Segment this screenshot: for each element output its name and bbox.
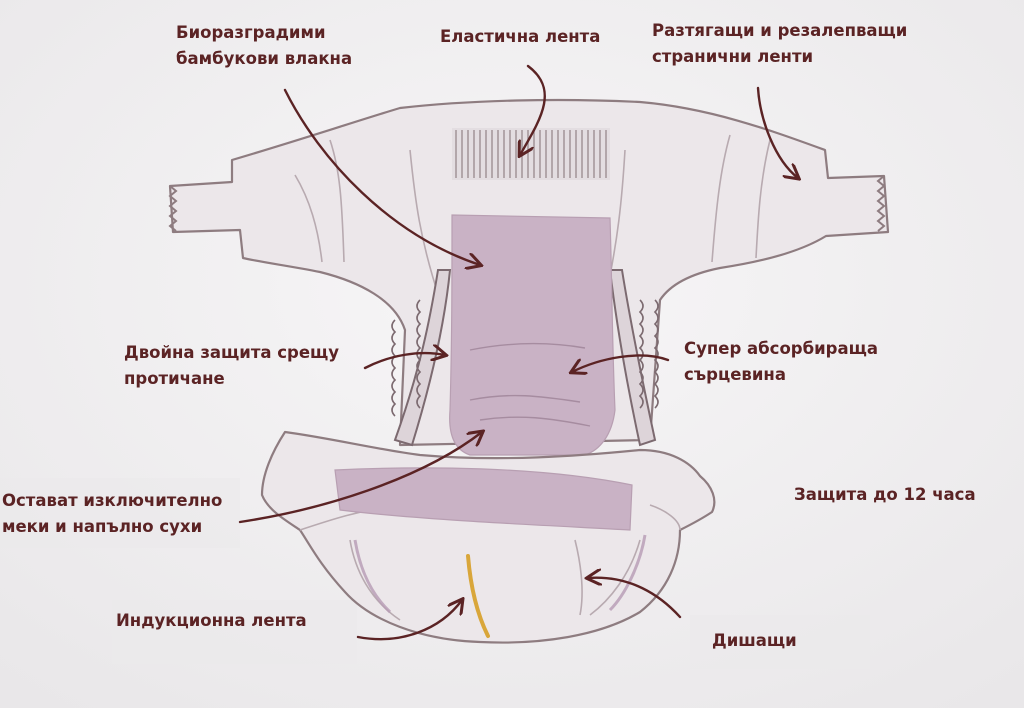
leak-guard-left xyxy=(393,269,452,447)
label-breathable-line1: Дишащи xyxy=(712,631,797,650)
label-indicator: Индукционна лента xyxy=(116,608,307,634)
side-tab-left xyxy=(168,185,178,232)
absorbent-core xyxy=(449,214,616,456)
arrows xyxy=(238,64,798,641)
label-absorbent-core: Супер абсорбираща сърцевина xyxy=(684,336,878,388)
arrow-bamboo xyxy=(283,88,480,265)
arrow-soft-dry xyxy=(238,432,482,524)
label-side-tabs-line2: странични ленти xyxy=(652,47,814,66)
arrow-elastic xyxy=(520,64,546,155)
arrow-double-protection xyxy=(363,353,445,370)
label-breathable: Дишащи xyxy=(712,628,797,654)
label-elastic-line1: Еластична лента xyxy=(440,27,601,46)
label-absorbent-core-line2: сърцевина xyxy=(684,365,786,384)
label-indicator-line1: Индукционна лента xyxy=(116,611,307,630)
label-side-tabs-line1: Разтягащи и резалепващи xyxy=(652,21,908,40)
label-panel xyxy=(0,478,240,548)
arrow-indicator xyxy=(356,600,462,641)
front-core xyxy=(334,467,633,531)
label-double-protection: Двойна защита срещу протичане xyxy=(124,340,339,392)
label-soft-dry: Остават изключително меки и напълно сухи xyxy=(2,488,222,540)
arrow-absorbent-core xyxy=(572,354,670,372)
label-panel xyxy=(112,600,357,664)
label-absorbent-core-line1: Супер абсорбираща xyxy=(684,339,878,358)
core-wrinkles xyxy=(469,343,591,427)
label-protection-12h-line1: Защита до 12 часа xyxy=(794,485,976,504)
wetness-indicator-line xyxy=(466,554,490,638)
label-bamboo-line1: Биоразградими xyxy=(176,23,326,42)
label-elastic-band: Еластична лента xyxy=(440,24,600,50)
label-protection-12h: Защита до 12 часа xyxy=(794,482,976,508)
arrow-breathable xyxy=(588,578,682,619)
label-double-protection-line1: Двойна защита срещу xyxy=(124,343,340,362)
label-panel xyxy=(690,615,870,669)
label-soft-dry-line1: Остават изключително xyxy=(2,491,223,510)
label-bamboo-fibers: Биоразградими бамбукови влакна xyxy=(176,20,352,72)
side-tab-right xyxy=(876,175,886,232)
arrow-side-tabs xyxy=(756,86,798,178)
label-side-tabs: Разтягащи и резалепващи странични ленти xyxy=(652,18,907,70)
label-bamboo-line2: бамбукови влакна xyxy=(176,49,353,68)
label-double-protection-line2: протичане xyxy=(124,369,225,388)
label-soft-dry-line2: меки и напълно сухи xyxy=(2,517,203,536)
front-side-lines xyxy=(353,534,647,614)
